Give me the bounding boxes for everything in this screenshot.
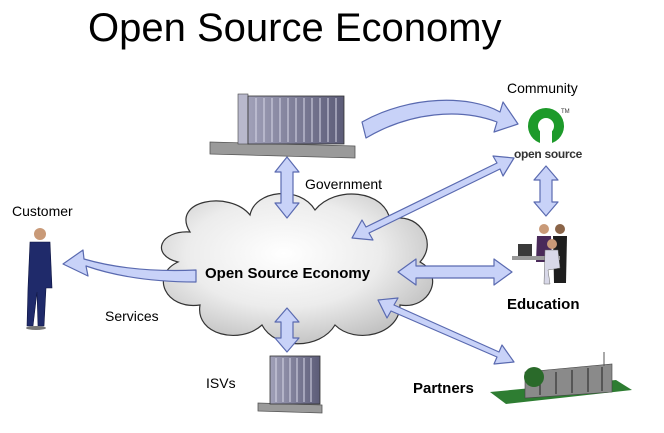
- label-customer: Customer: [12, 203, 73, 219]
- arrow-government-community: [361, 99, 519, 139]
- government-building-icon: [209, 93, 356, 159]
- arrow-services-customer: [62, 249, 197, 283]
- label-isvs: ISVs: [206, 375, 236, 391]
- label-partners: Partners: [413, 380, 474, 397]
- arrow-government-cloud: [274, 156, 300, 219]
- diagram-title: Open Source Economy: [88, 6, 502, 50]
- label-government: Government: [305, 176, 383, 192]
- arrow-isvs-cloud: [274, 307, 300, 353]
- education-people-icon: [512, 224, 567, 285]
- label-logo-tm: TM: [561, 109, 570, 115]
- arrow-cloud-community: [351, 155, 515, 241]
- label-community: Community: [507, 80, 578, 96]
- label-services: Services: [105, 308, 159, 324]
- label-center-economy: Open Source Economy: [205, 265, 371, 282]
- open-source-logo-icon: [528, 108, 564, 146]
- arrow-cloud-partners: [377, 297, 515, 365]
- label-open-source-logo: open source: [514, 147, 583, 161]
- arrow-cloud-education: [397, 258, 513, 286]
- partners-building-icon: [490, 352, 632, 404]
- label-education: Education: [507, 296, 580, 313]
- customer-person-icon: [26, 228, 53, 330]
- arrow-community-education: [533, 165, 559, 217]
- isvs-building-icon: [257, 355, 323, 414]
